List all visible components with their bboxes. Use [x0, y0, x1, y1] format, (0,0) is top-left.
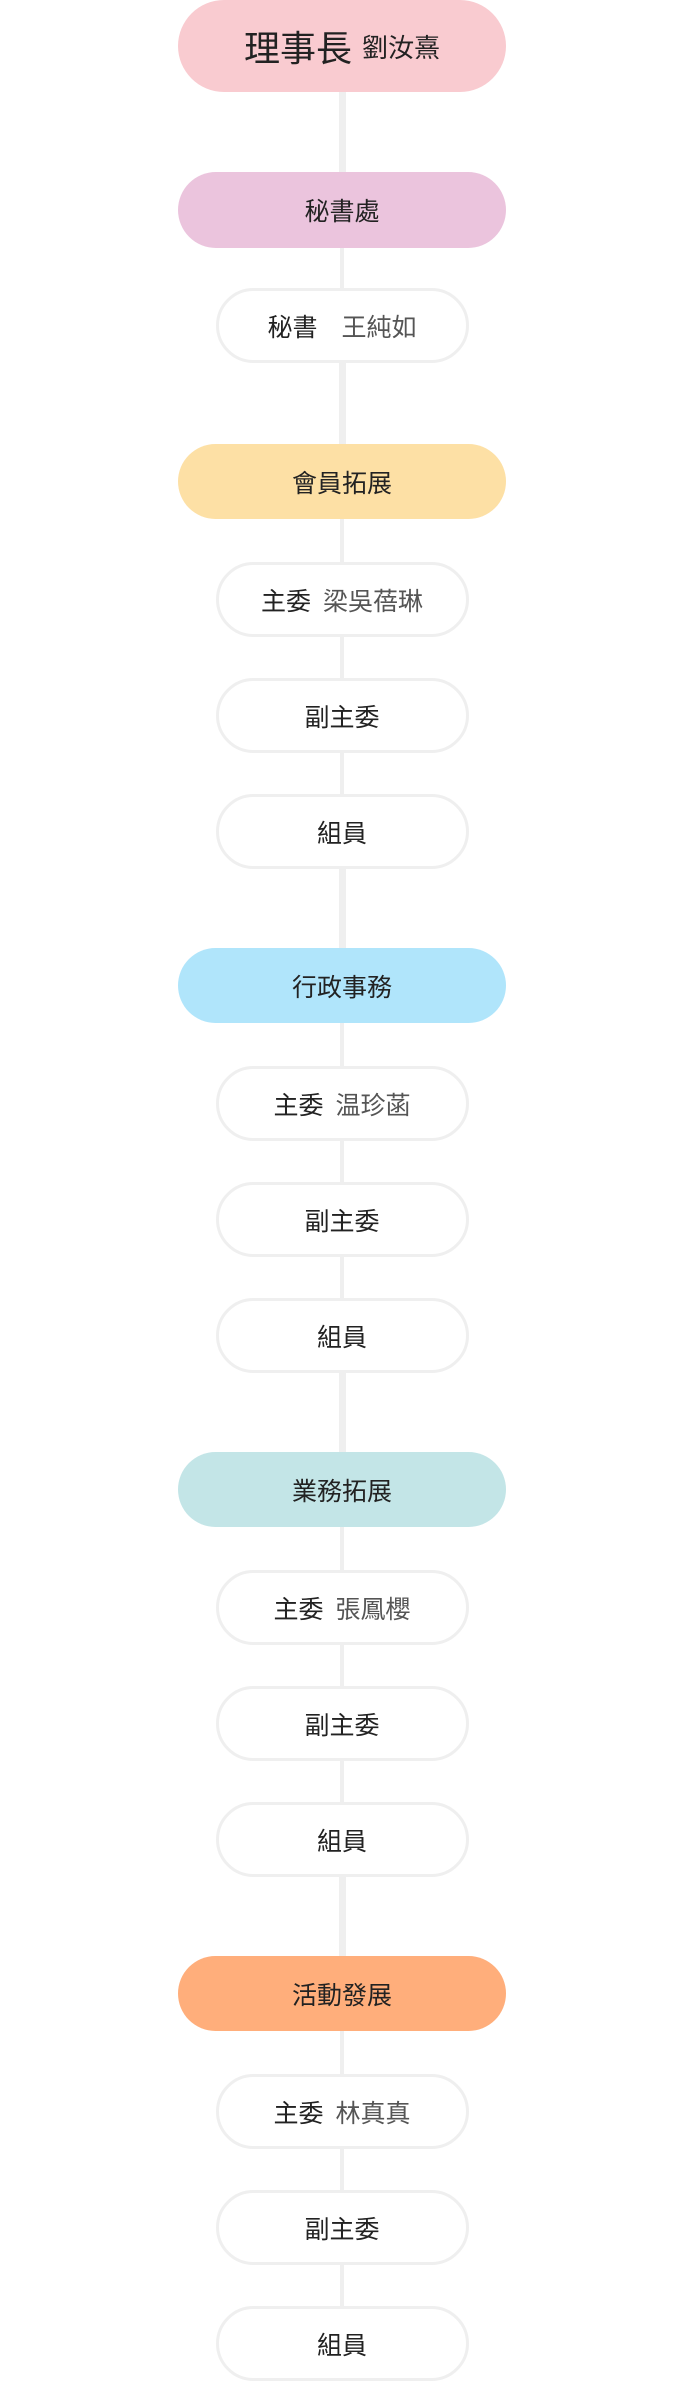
member-role: 主委 [260, 586, 311, 616]
secretariat-label: 秘書處 [304, 197, 380, 226]
member-role: 組員 [316, 1826, 367, 1856]
group-header: 會員拓展 [178, 444, 506, 519]
member-role: 主委 [273, 1090, 324, 1120]
group-label: 業務拓展 [291, 1476, 392, 1506]
group-header: 業務拓展 [178, 1452, 506, 1527]
member-role: 秘書 [267, 312, 318, 342]
member-name: 温珍菡 [335, 1090, 411, 1120]
member-role: 主委 [273, 1594, 324, 1624]
member-role: 副主委 [304, 2214, 380, 2244]
member-role: 副主委 [304, 1710, 380, 1740]
connector [340, 2031, 344, 2074]
connector [338, 1373, 346, 1452]
member-name: 張鳳櫻 [335, 1594, 411, 1624]
member-node: 副主委 [215, 1686, 469, 1761]
member-role: 副主委 [304, 1206, 380, 1236]
connector [340, 637, 344, 678]
connector [340, 248, 344, 288]
member-role: 組員 [316, 818, 367, 848]
member-node: 副主委 [215, 2190, 469, 2265]
member-node: 主委張鳳櫻 [215, 1570, 469, 1645]
member-name: 林真真 [335, 2098, 411, 2128]
connector [340, 1645, 344, 1686]
connector [340, 1141, 344, 1182]
member-role: 組員 [316, 1322, 367, 1352]
chair-node: 理事長 劉汝熹 [178, 0, 506, 92]
member-node: 組員 [215, 794, 469, 869]
group-header: 行政事務 [178, 948, 506, 1023]
group-header: 活動發展 [178, 1956, 506, 2031]
member-role: 組員 [316, 2330, 367, 2360]
secretariat-node: 秘書處 [178, 172, 506, 248]
connector [340, 1023, 344, 1066]
member-node: 組員 [215, 1802, 469, 1877]
member-node: 副主委 [215, 678, 469, 753]
member-name: 梁吳蓓琳 [323, 586, 424, 616]
member-node: 主委梁吳蓓琳 [215, 562, 469, 637]
connector [338, 363, 346, 444]
member-node: 組員 [215, 1298, 469, 1373]
connector [340, 2149, 344, 2190]
connector [340, 519, 344, 562]
chair-title: 理事長 [243, 29, 352, 70]
connector [338, 869, 346, 948]
chair-name: 劉汝熹 [362, 33, 441, 64]
connector [340, 1761, 344, 1802]
member-node: 秘書 王純如 [215, 288, 469, 363]
group-label: 活動發展 [291, 1980, 392, 2010]
connector [340, 1257, 344, 1298]
group-label: 行政事務 [291, 972, 392, 1002]
member-node: 組員 [215, 2306, 469, 2381]
connector [338, 1877, 346, 1956]
member-node: 主委温珍菡 [215, 1066, 469, 1141]
connector [340, 753, 344, 794]
groups: 會員拓展主委梁吳蓓琳副主委組員行政事務主委温珍菡副主委組員業務拓展主委張鳳櫻副主… [178, 363, 506, 2381]
connector [340, 1527, 344, 1570]
member-node: 主委林真真 [215, 2074, 469, 2149]
member-role: 主委 [273, 2098, 324, 2128]
group-label: 會員拓展 [291, 468, 392, 498]
connector [338, 92, 346, 172]
member-node: 副主委 [215, 1182, 469, 1257]
connector [340, 2265, 344, 2306]
member-role: 副主委 [304, 702, 380, 732]
member-name: 王純如 [341, 312, 417, 342]
